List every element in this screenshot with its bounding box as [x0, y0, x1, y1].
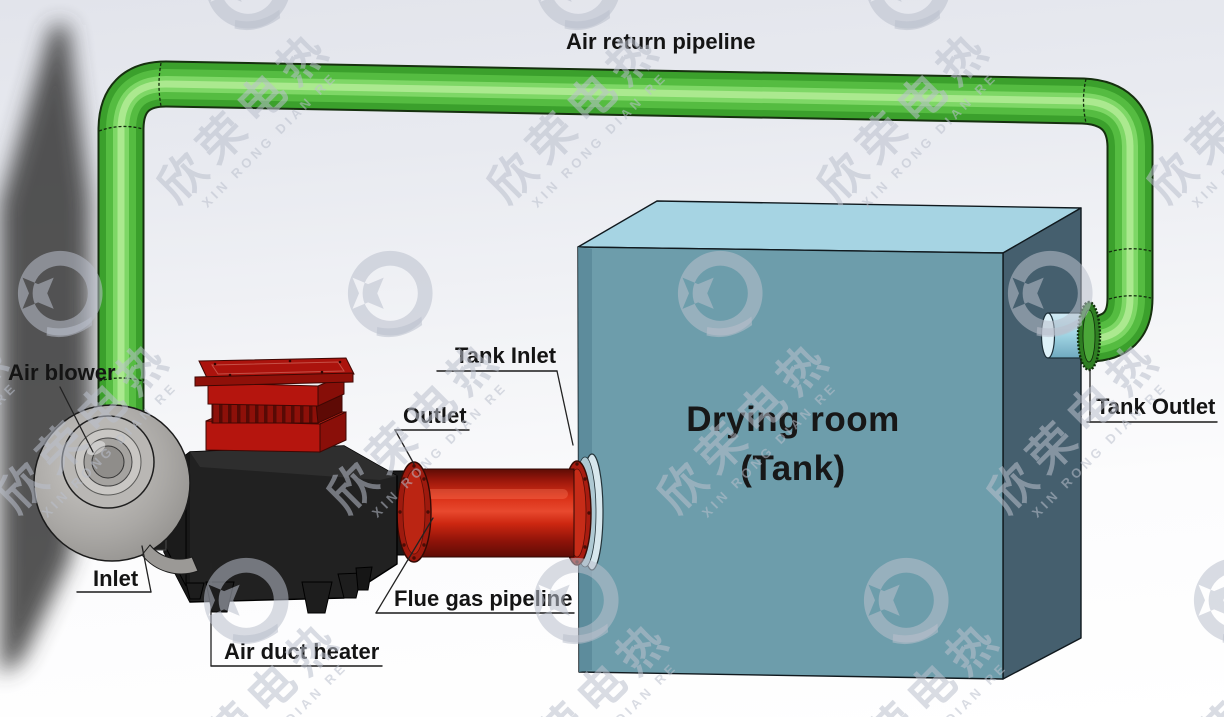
leader-air-blower: [59, 386, 94, 453]
air-return-pipe: [97, 60, 1154, 450]
air-blower: [33, 404, 199, 575]
blower-inlet-cone: [61, 415, 155, 509]
leader-tank-inlet: [556, 370, 574, 446]
pipe-seam-lines: [98, 62, 1152, 382]
label-air-blower: Air blower: [8, 360, 116, 385]
flue-gas-pipe: [396, 461, 575, 563]
label-flue-gas-pipeline: Flue gas pipeline: [394, 586, 572, 611]
label-air-return-pipeline: Air return pipeline: [566, 29, 755, 54]
tank-top-face: [577, 200, 1082, 254]
label-tank-inlet: Tank Inlet: [455, 343, 557, 368]
leader-flue-gas-pipeline: [375, 517, 434, 614]
heater-terminal-box: [194, 357, 355, 453]
drying-room-tank: [577, 200, 1082, 680]
label-tank-outlet: Tank Outlet: [1096, 394, 1216, 419]
label-outlet: Outlet: [403, 403, 467, 428]
tank-title-line1: Drying room: [686, 400, 900, 439]
label-inlet: Inlet: [93, 566, 139, 591]
heater-legs: [185, 566, 373, 614]
tank-title-line2: (Tank): [740, 449, 845, 488]
tank-side-face: [1002, 207, 1082, 680]
leader-outlet: [394, 429, 415, 465]
leader-inlet: [141, 545, 152, 593]
wall-shadow: [0, 25, 92, 675]
label-air-duct-heater: Air duct heater: [224, 639, 380, 664]
